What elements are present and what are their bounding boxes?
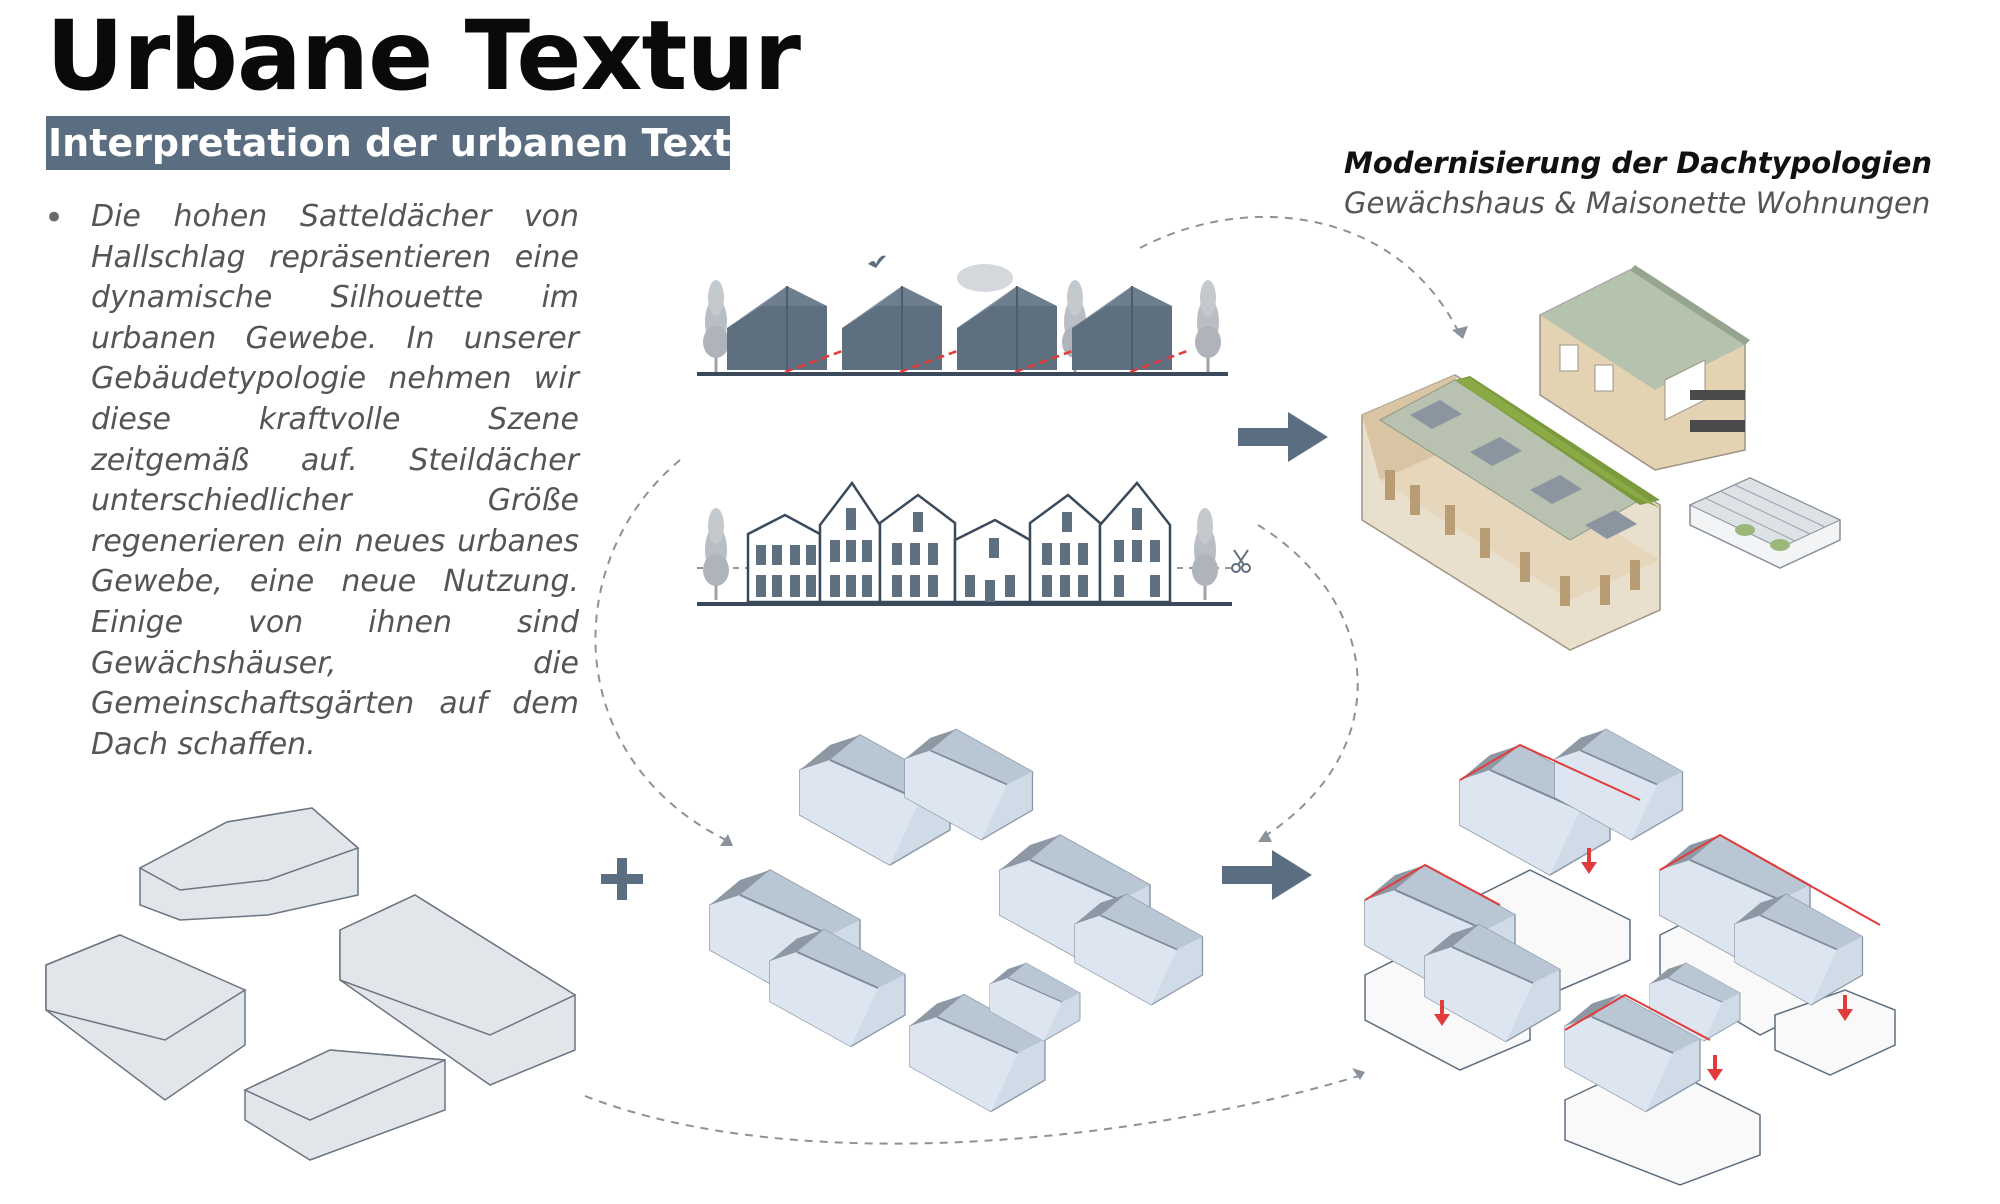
down-arrow-icon bbox=[1434, 848, 1853, 1081]
combined-typology bbox=[1364, 728, 1896, 1186]
arrow-right-icon bbox=[1238, 412, 1328, 462]
roof-typology-subheading: Gewächshaus & Maisonette Wohnungen bbox=[1344, 186, 1931, 220]
roof-typology-heading: Modernisierung der Dachtypologien bbox=[1344, 146, 1933, 180]
arrow-right-icon bbox=[1222, 850, 1312, 900]
flat-block-groups bbox=[45, 807, 577, 1161]
page-subtitle: Interpretation der urbanen Textur bbox=[46, 116, 730, 170]
page-title: Urbane Textur bbox=[46, 0, 801, 112]
bullet-icon: • bbox=[44, 198, 65, 238]
description-text: Die hohen Satteldächer von Hallschlag re… bbox=[91, 199, 579, 762]
roof-typology-illustration bbox=[1361, 265, 1842, 651]
silhouette-dark-houses bbox=[697, 255, 1228, 376]
bird-icon bbox=[868, 255, 886, 268]
roof-block-groups bbox=[709, 728, 1204, 1113]
flow-lines bbox=[584, 216, 1461, 1145]
arrowhead-icon bbox=[720, 326, 1468, 1080]
silhouette-facades bbox=[697, 480, 1251, 606]
plus-icon bbox=[601, 858, 643, 900]
scissors-icon bbox=[1231, 549, 1251, 573]
